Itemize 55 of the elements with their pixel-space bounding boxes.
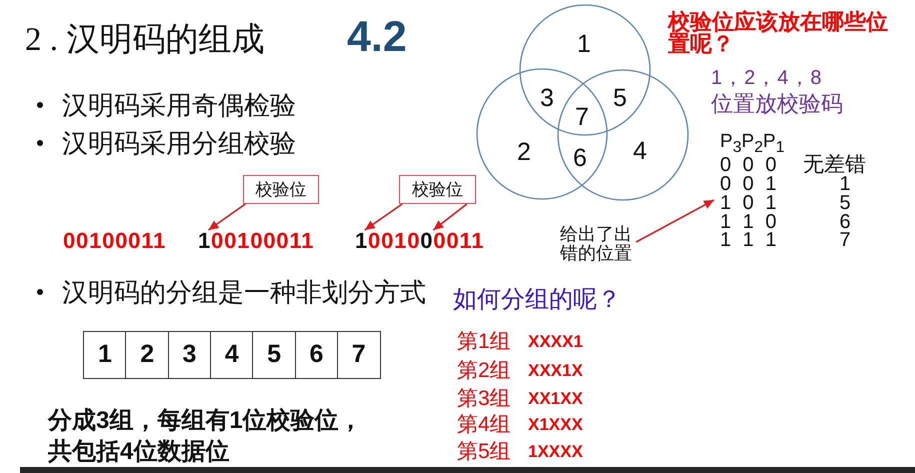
error-position: 1 xyxy=(838,175,851,194)
note-text: 1，2，4，8 xyxy=(711,67,822,89)
syndrome-bits: 1 1 1 xyxy=(720,231,776,250)
section-number: 4.2 xyxy=(347,15,407,59)
region-number: 1 xyxy=(576,32,592,56)
syndrome-bits: 1 0 1 xyxy=(720,194,776,213)
binary-code: 1001000011 xyxy=(355,231,484,251)
error-position: 6 xyxy=(838,213,852,232)
arrow xyxy=(636,199,714,243)
error-position: 5 xyxy=(838,194,852,213)
slide-title: 2 . 汉明码的组成 xyxy=(25,21,264,59)
binary-code: 100100011 xyxy=(198,231,314,251)
group-pattern: X1XXX xyxy=(528,414,583,436)
table-cell: 4 xyxy=(210,331,254,379)
arrow xyxy=(432,203,468,231)
table-cell: 2 xyxy=(125,331,170,379)
callout-box: 校验位 xyxy=(243,175,319,204)
summary-text: 分成3组，每组有1位校验位，共包括4位数据位 xyxy=(48,406,364,467)
question-text: 校验位应该放在哪些位置呢？ xyxy=(668,11,889,55)
table-cell: 3 xyxy=(168,331,212,379)
group-pattern: XXX1X xyxy=(528,360,583,382)
region-number: 7 xyxy=(574,105,590,129)
group-name: 第5组 xyxy=(457,441,511,463)
binary-code: 00100011 xyxy=(63,231,166,251)
syndrome-bits: 0 0 1 xyxy=(720,175,776,194)
bullet-text: 汉明码的分组是一种非划分方式 xyxy=(62,277,426,307)
question-text: 如何分组的呢？ xyxy=(453,286,621,314)
bullet-text: 汉明码采用分组校验 xyxy=(62,128,296,158)
arrow xyxy=(364,203,403,231)
group-name: 第1组 xyxy=(457,331,511,353)
table-cell: 5 xyxy=(252,331,296,379)
bullet-text: 汉明码采用奇偶检验 xyxy=(62,90,296,120)
error-position: 无差错 xyxy=(803,154,866,176)
region-number: 3 xyxy=(539,86,555,110)
syndrome-bits: 1 1 0 xyxy=(720,213,776,232)
group-name: 第4组 xyxy=(457,414,511,436)
annotation-text: 给出了出错的位置 xyxy=(560,225,636,263)
error-position: 7 xyxy=(838,231,852,250)
table-cell: 7 xyxy=(336,331,381,379)
group-name: 第3组 xyxy=(457,388,511,410)
region-number: 5 xyxy=(612,86,628,110)
group-pattern: XX1XX xyxy=(528,388,583,410)
callout-box: 校验位 xyxy=(399,175,476,204)
group-pattern: XXXX1 xyxy=(528,331,583,353)
group-pattern: 1XXXX xyxy=(528,441,583,463)
table-cell: 6 xyxy=(294,331,338,379)
column-header: P$_{3}$P$_{2}$P$_{1}$ xyxy=(720,131,784,157)
syndrome-bits: 0 0 0 xyxy=(720,156,776,175)
region-number: 4 xyxy=(632,139,648,163)
region-number: 2 xyxy=(516,140,532,164)
note-text: 位置放校验码 xyxy=(711,91,843,117)
region-number: 6 xyxy=(572,146,588,170)
group-name: 第2组 xyxy=(457,360,511,382)
arrow xyxy=(208,203,246,231)
table-cell: 1 xyxy=(83,331,127,379)
